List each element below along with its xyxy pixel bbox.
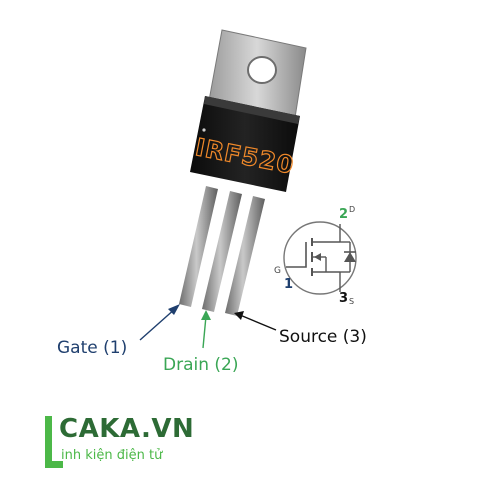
symbol-gate-letter: G (274, 266, 281, 276)
gate-label: Gate (1) (57, 338, 127, 358)
brand-name: CAKA.VN (59, 414, 195, 444)
symbol-gate-number: 1 (284, 277, 293, 292)
mosfet-symbol (283, 221, 357, 295)
gate-arrow (139, 304, 180, 341)
source-arrow (234, 311, 277, 331)
symbol-source-letter: S (349, 297, 354, 306)
transistor-legs (179, 186, 265, 316)
symbol-drain-number: 2 (339, 207, 348, 222)
source-label: Source (3) (279, 327, 367, 347)
symbol-source-number: 3 (339, 291, 348, 306)
brand-l-mark (45, 416, 63, 468)
drain-arrow (201, 310, 211, 349)
brand-logo: CAKA.VN inh kiện điện tử (45, 414, 225, 476)
transistor-body (190, 96, 300, 192)
drain-label: Drain (2) (163, 355, 238, 375)
brand-tagline: inh kiện điện tử (61, 448, 163, 463)
symbol-drain-letter: D (349, 205, 355, 214)
